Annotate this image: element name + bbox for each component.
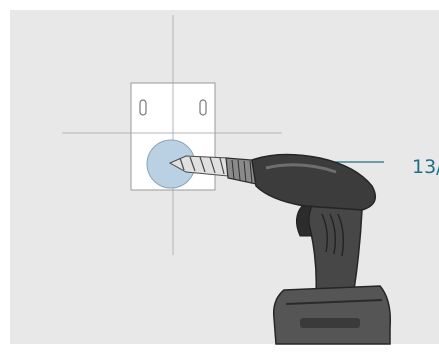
drill-bit bbox=[168, 155, 229, 177]
callout-label: 13/ bbox=[412, 156, 439, 178]
slot-left bbox=[139, 99, 147, 116]
slot-right bbox=[199, 99, 207, 116]
power-drill bbox=[225, 153, 392, 345]
